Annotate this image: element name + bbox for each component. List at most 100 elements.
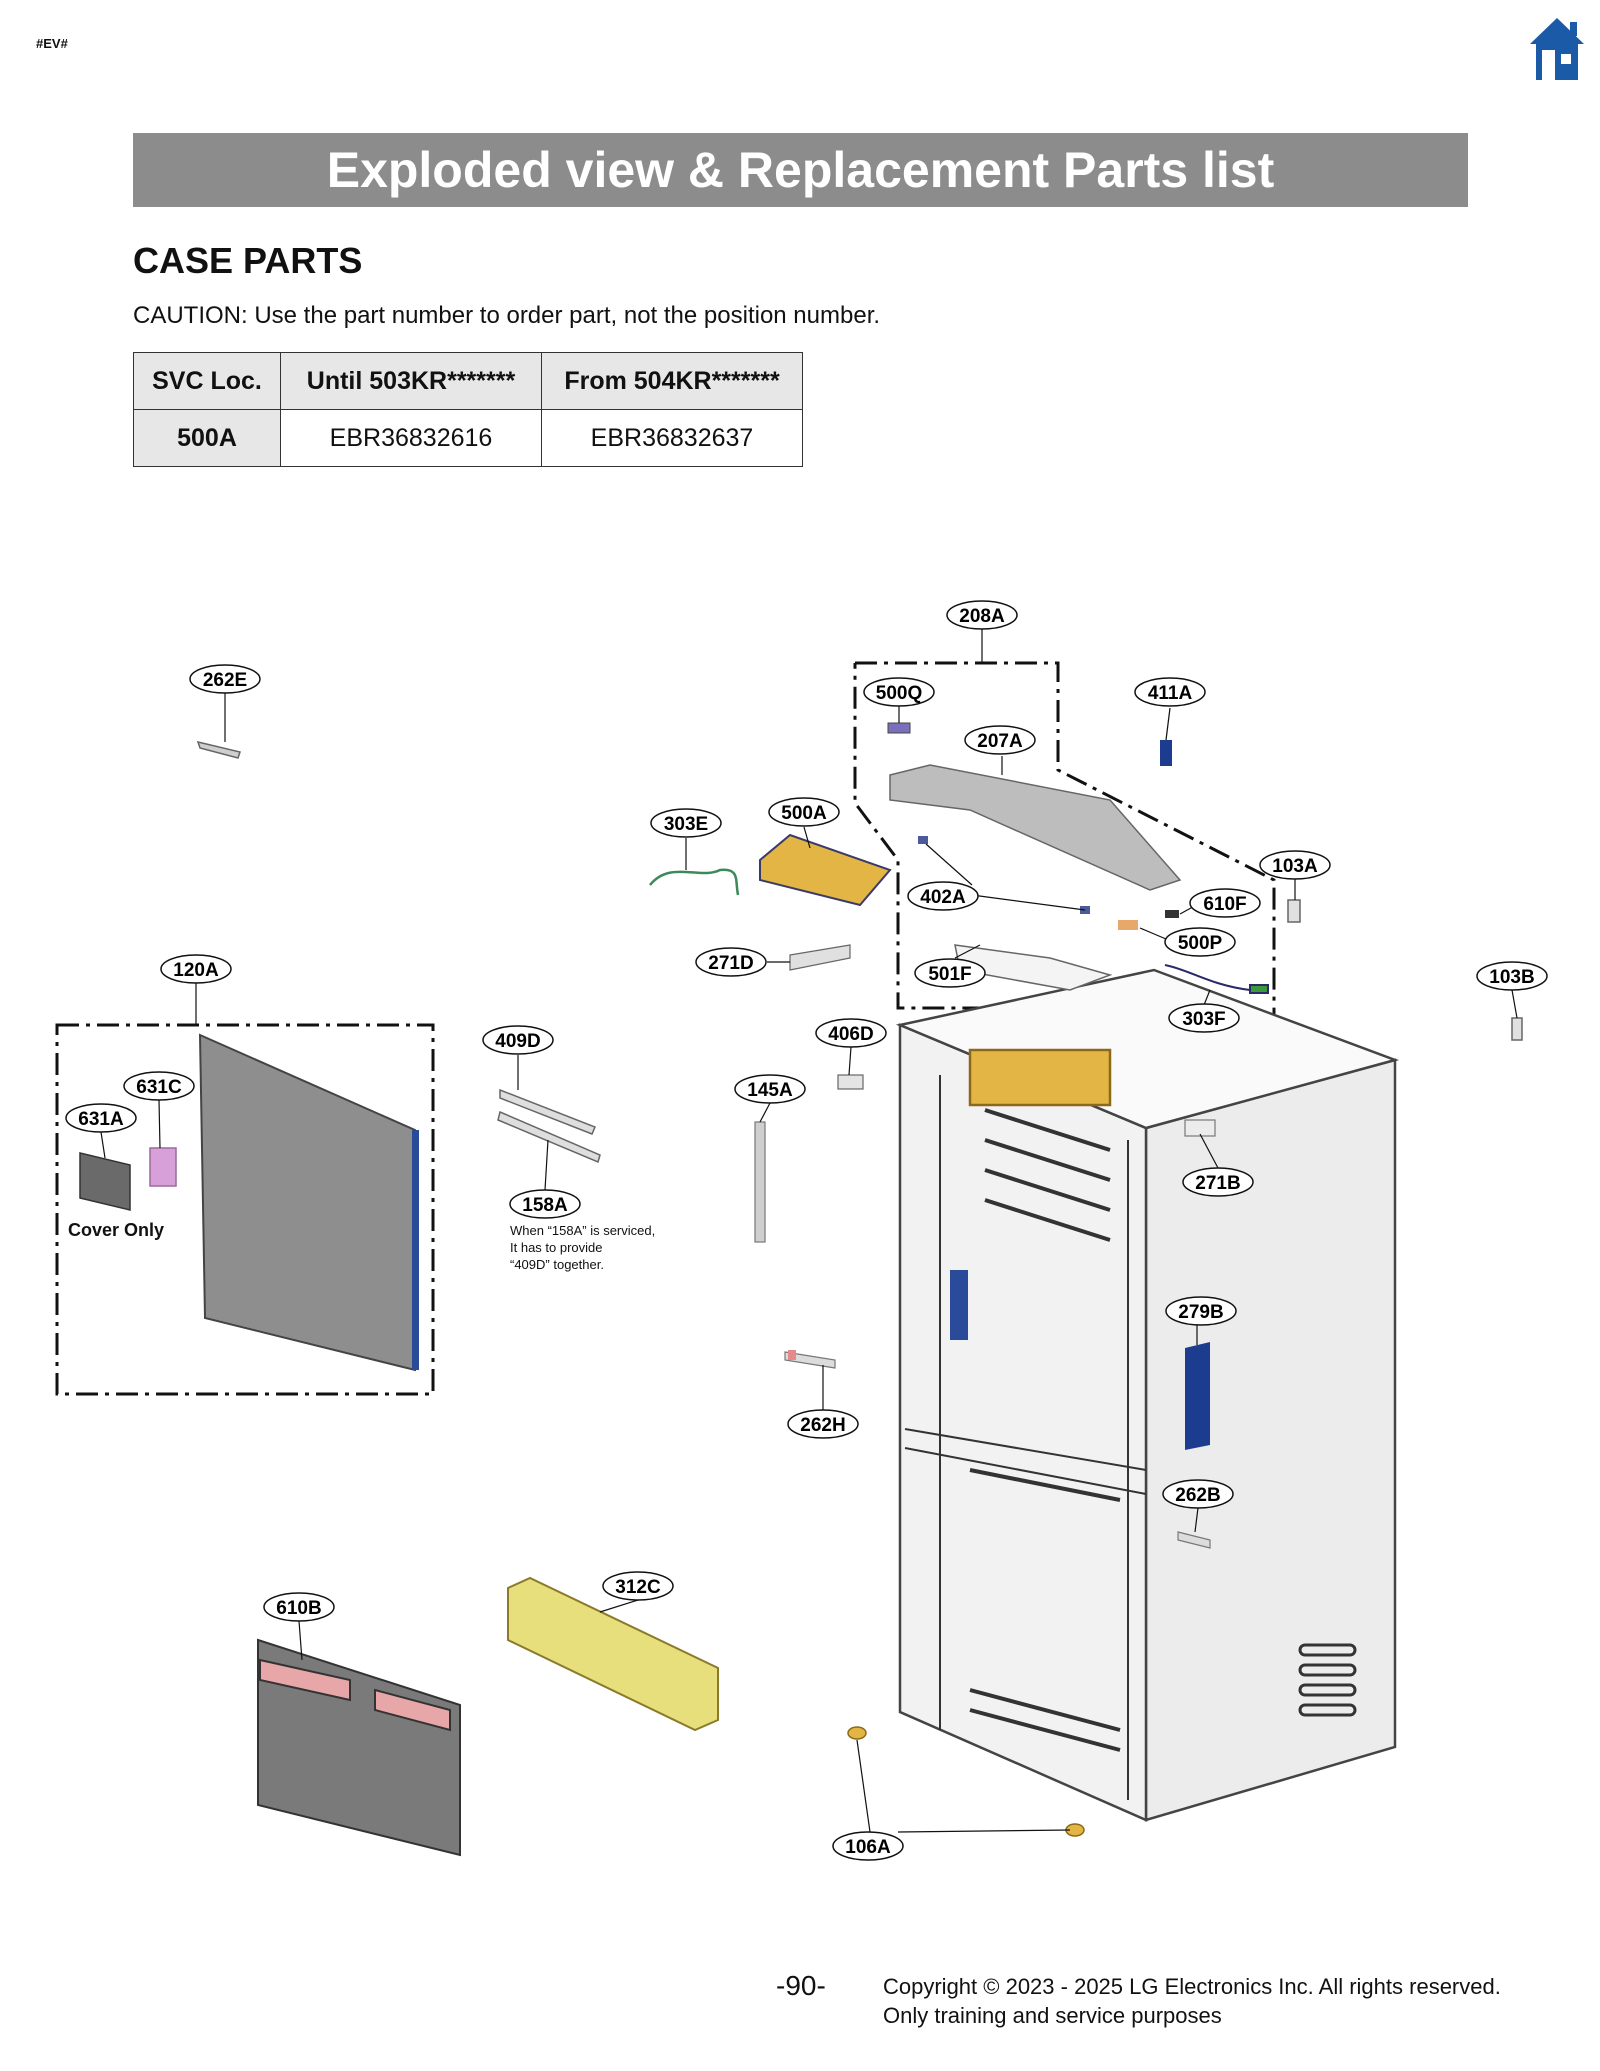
service-note-line: It has to provide	[510, 1240, 603, 1255]
table-header-row: SVC Loc. Until 503KR******* From 504KR**…	[133, 352, 803, 410]
callout-103A: 103A	[1259, 850, 1331, 880]
callout-106A: 106A	[832, 1831, 904, 1861]
part-262H	[784, 1350, 836, 1369]
svg-text:312C: 312C	[615, 1577, 661, 1598]
part-120A-panel	[198, 1033, 419, 1372]
home-icon[interactable]	[1528, 16, 1586, 82]
service-note-line: “409D” together.	[510, 1257, 604, 1272]
callout-500P: 500P	[1164, 927, 1236, 957]
callout-501F: 501F	[914, 958, 986, 988]
svg-text:500A: 500A	[781, 803, 827, 824]
page-number: -90-	[776, 1970, 826, 2001]
svg-text:409D: 409D	[495, 1031, 540, 1052]
part-411A	[1160, 740, 1172, 766]
table-cell: EBR36832616	[280, 409, 542, 467]
part-145A	[754, 1121, 766, 1243]
svg-text:158A: 158A	[522, 1195, 568, 1216]
refrigerator-case	[895, 968, 1400, 1822]
service-note-line: When “158A” is serviced,	[510, 1223, 656, 1238]
callout-271B: 271B	[1182, 1167, 1254, 1197]
svg-text:271D: 271D	[708, 953, 753, 974]
svg-text:103B: 103B	[1489, 967, 1534, 988]
callout-631C: 631C	[123, 1071, 195, 1101]
callout-500A: 500A	[768, 797, 840, 827]
caution-text: CAUTION: Use the part number to order pa…	[133, 302, 881, 329]
svg-text:631C: 631C	[136, 1077, 182, 1098]
group-box-120A	[55, 1023, 435, 1396]
part-631A	[79, 1152, 131, 1211]
callout-271D: 271D	[695, 947, 767, 977]
document-tag: #EV#	[36, 36, 68, 51]
part-262B	[1177, 1531, 1211, 1549]
svg-text:610F: 610F	[1203, 894, 1246, 915]
part-631C	[149, 1147, 177, 1187]
part-500Q	[887, 722, 911, 734]
cover-only-label: Cover Only	[68, 1220, 165, 1240]
part-262E	[196, 740, 241, 759]
callout-411A: 411A	[1134, 677, 1206, 707]
part-500P	[1118, 920, 1138, 930]
svg-text:411A: 411A	[1148, 683, 1193, 704]
callout-120A: 120A	[160, 954, 232, 984]
svg-text:501F: 501F	[928, 964, 971, 985]
part-103A	[1287, 899, 1301, 923]
svg-text:145A: 145A	[747, 1080, 793, 1101]
svg-text:271B: 271B	[1195, 1173, 1240, 1194]
table-cell: EBR36832637	[541, 409, 803, 467]
part-103B	[1511, 1017, 1523, 1041]
svg-text:262E: 262E	[203, 670, 247, 691]
svg-text:500Q: 500Q	[876, 683, 922, 704]
callout-279B: 279B	[1165, 1296, 1237, 1326]
table-cell: 500A	[133, 409, 281, 467]
callout-303E: 303E	[650, 808, 722, 838]
svg-text:500P: 500P	[1178, 933, 1223, 954]
part-610F	[1165, 910, 1179, 918]
svg-text:208A: 208A	[959, 606, 1005, 627]
callout-262H: 262H	[787, 1409, 859, 1439]
svg-text:262B: 262B	[1175, 1485, 1220, 1506]
part-406D	[837, 1074, 864, 1090]
svg-text:610B: 610B	[276, 1598, 321, 1619]
svg-text:303F: 303F	[1182, 1009, 1225, 1030]
callout-500Q: 500Q	[863, 677, 935, 707]
callout-409D: 409D	[482, 1025, 554, 1055]
table-row: 500A EBR36832616 EBR36832637	[133, 409, 803, 467]
svg-text:207A: 207A	[977, 731, 1023, 752]
callout-402A: 402A	[907, 881, 979, 911]
svg-text:103A: 103A	[1272, 856, 1318, 877]
svg-text:402A: 402A	[920, 887, 966, 908]
callout-103B: 103B	[1476, 961, 1548, 991]
section-title: CASE PARTS	[133, 240, 363, 281]
part-207A	[889, 764, 1182, 891]
svg-text:303E: 303E	[664, 814, 708, 835]
callout-208A: 208A	[946, 600, 1018, 630]
svg-text:406D: 406D	[828, 1024, 873, 1045]
service-note: When “158A” is serviced, It has to provi…	[510, 1222, 655, 1273]
part-500A	[759, 833, 892, 907]
copyright-text: Copyright © 2023 - 2025 LG Electronics I…	[883, 1974, 1501, 1999]
part-271B	[1184, 1119, 1216, 1137]
svg-text:262H: 262H	[800, 1415, 845, 1436]
purpose-text: Only training and service purposes	[883, 2003, 1222, 2028]
part-312C	[507, 1576, 719, 1732]
table-header: Until 503KR*******	[280, 352, 542, 410]
part-610B	[257, 1638, 461, 1857]
callout-406D: 406D	[815, 1018, 887, 1048]
table-header: From 504KR*******	[541, 352, 803, 410]
callout-145A: 145A	[734, 1074, 806, 1104]
callout-631A: 631A	[65, 1103, 137, 1133]
part-303F	[1164, 964, 1269, 994]
svg-text:106A: 106A	[845, 1837, 891, 1858]
svc-table: SVC Loc. Until 503KR******* From 504KR**…	[133, 352, 803, 467]
callout-610B: 610B	[263, 1592, 335, 1622]
svg-text:279B: 279B	[1178, 1302, 1223, 1323]
callout-303F: 303F	[1168, 1003, 1240, 1033]
part-279B	[1185, 1342, 1210, 1450]
part-409D	[497, 1088, 601, 1164]
callout-610F: 610F	[1189, 888, 1261, 918]
callout-262B: 262B	[1162, 1479, 1234, 1509]
svg-text:120A: 120A	[173, 960, 219, 981]
table-header: SVC Loc.	[133, 352, 281, 410]
callout-group: 208A 262E 500Q 411A 207A 303E 500A 103A …	[65, 600, 1548, 1861]
